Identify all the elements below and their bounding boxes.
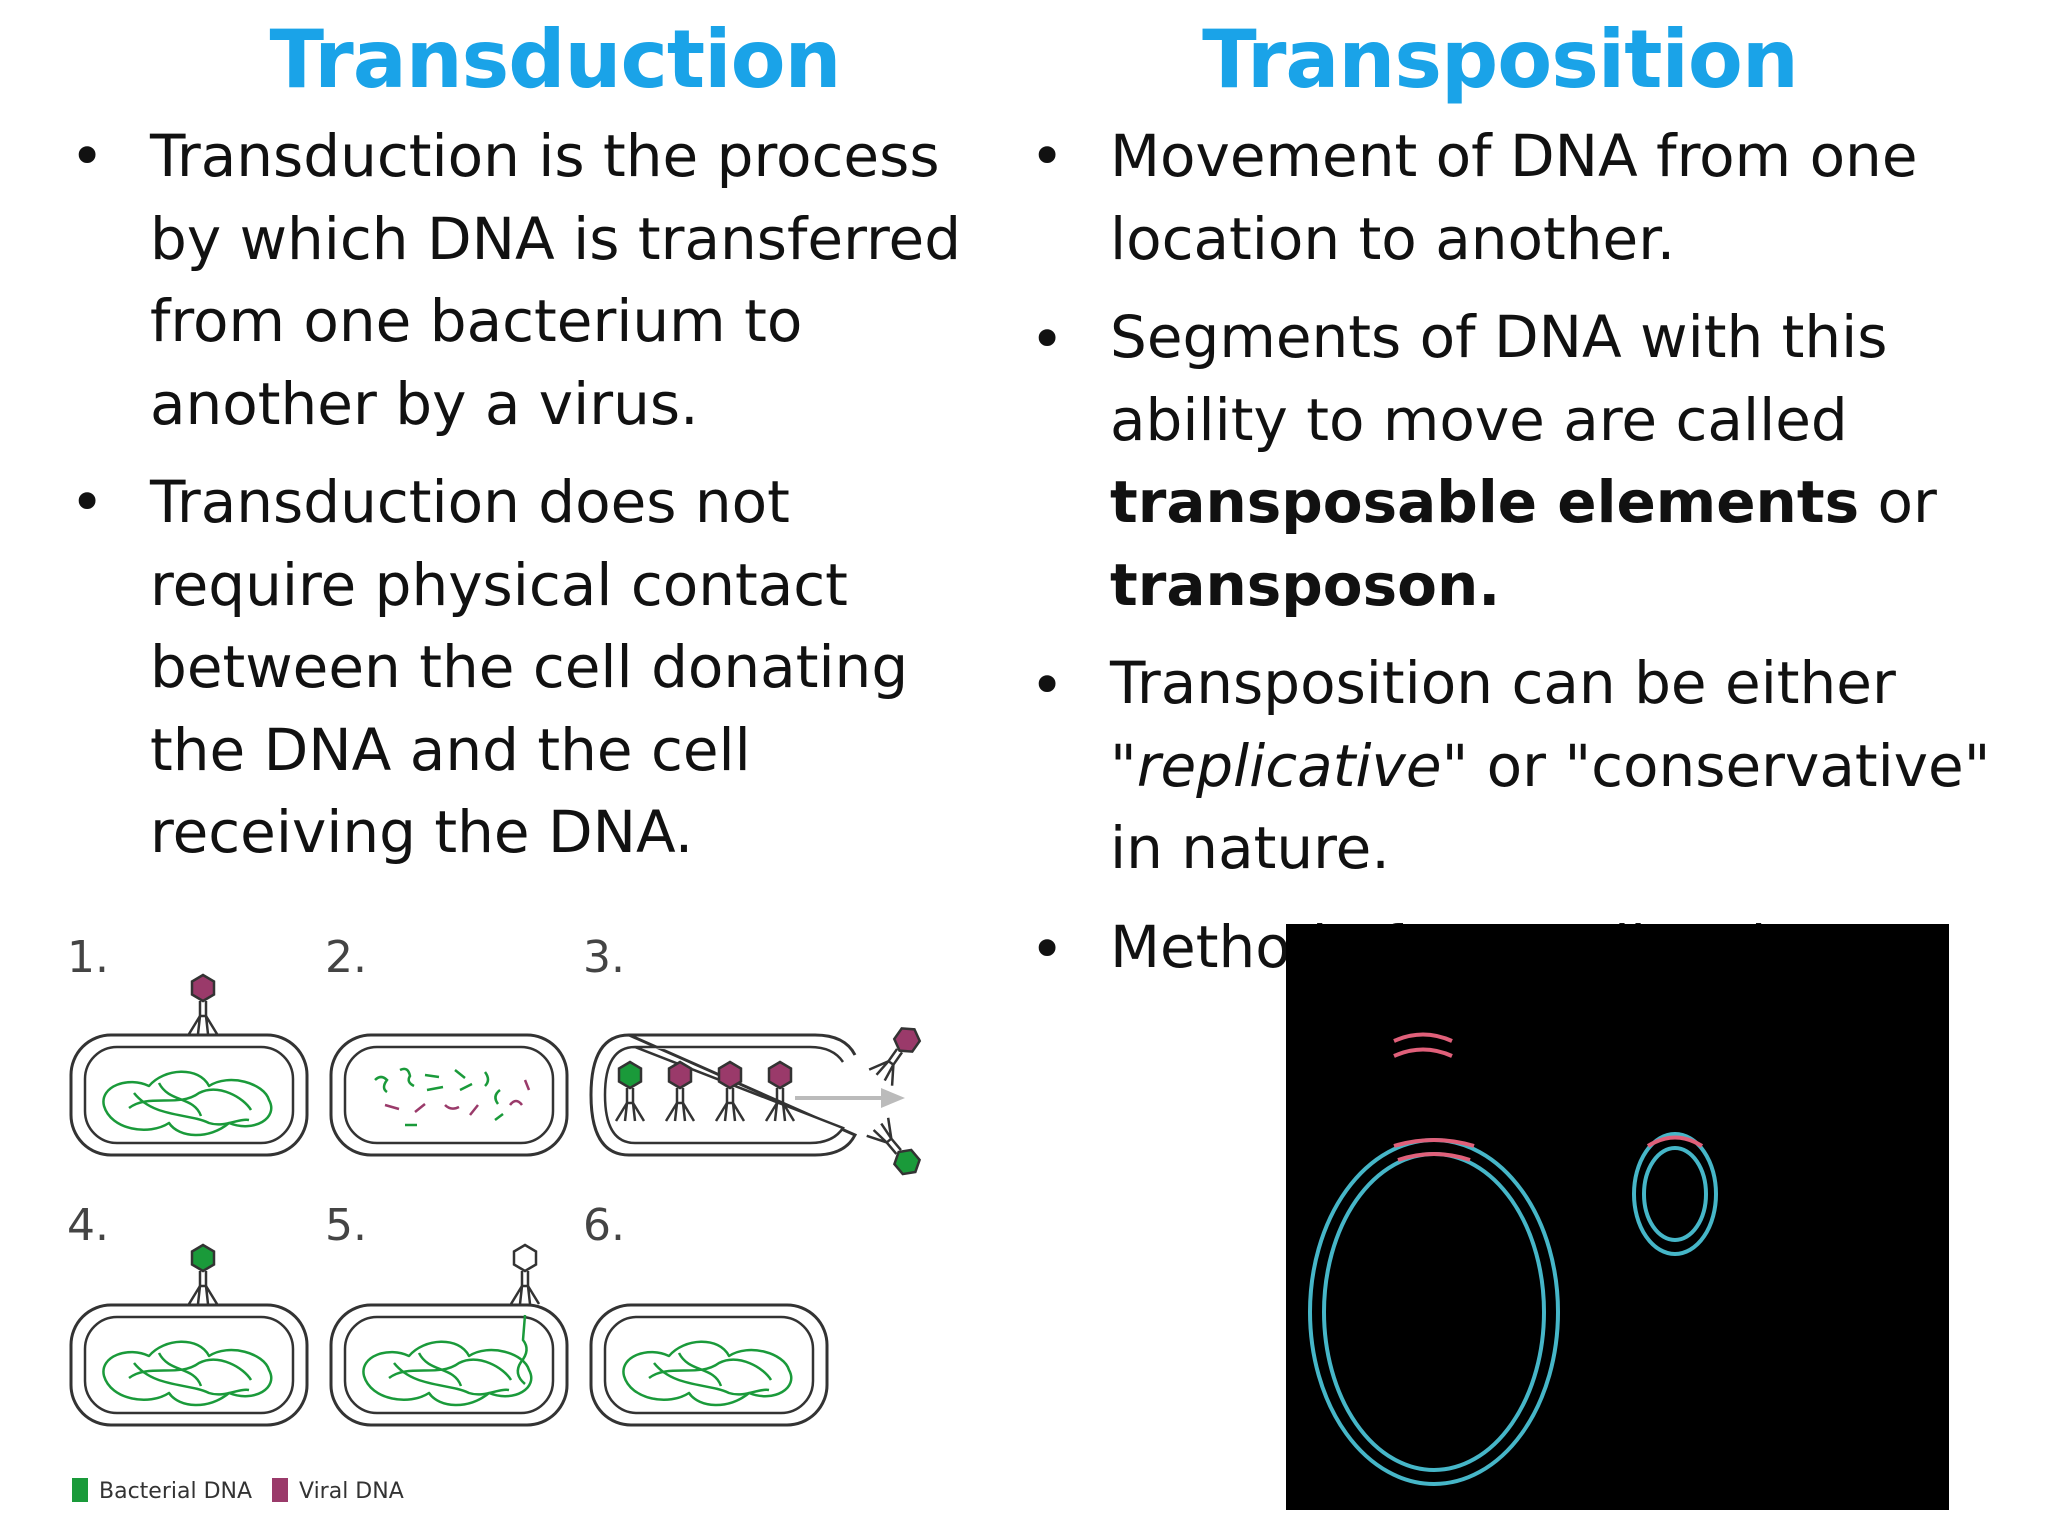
legend-label-bacterial: Bacterial DNA — [99, 1479, 252, 1504]
step-label-2: 2. — [325, 932, 367, 983]
transposition-bullet-list: Movement of DNA from one location to ano… — [1030, 115, 2045, 1004]
transposition-bullet-elements: Segments of DNA with this ability to mov… — [1030, 296, 2045, 626]
step-3-cell — [589, 1033, 905, 1157]
transposition-bullet-types: Transposition can be either "replicative… — [1030, 642, 2045, 890]
step-5-cell — [329, 1303, 569, 1427]
step-6-cell — [589, 1303, 829, 1427]
transduction-bullet-definition: Transduction is the process by which DNA… — [70, 115, 1010, 445]
step-4-cell — [69, 1303, 309, 1427]
legend-swatch-bacterial — [72, 1478, 88, 1502]
transposable-elements-term: transposable elements — [1110, 468, 1860, 536]
replicative-term: replicative — [1136, 731, 1442, 800]
step-label-4: 4. — [67, 1200, 109, 1251]
transposition-bullet-movement: Movement of DNA from one location to ano… — [1030, 115, 2045, 280]
diagram-legend: Bacterial DNA Viral DNA — [72, 1478, 404, 1504]
elements-text-mid: or — [1859, 468, 1937, 536]
transducing-phage-icon — [187, 1243, 219, 1306]
step-label-5: 5. — [325, 1200, 367, 1251]
transduction-bullet-list: Transduction is the process by which DNA… — [70, 115, 1010, 890]
released-phage-viral-icon — [867, 1020, 928, 1087]
step-1-cell — [69, 1033, 309, 1157]
types-text-post: " or "conservative" in nature. — [1110, 731, 1991, 883]
step-label-3: 3. — [583, 932, 625, 983]
transposition-animation-panel — [1286, 924, 1949, 1510]
step-label-6: 6. — [583, 1200, 625, 1251]
elements-text-pre: Segments of DNA with this ability to mov… — [1110, 303, 1888, 454]
chromosome-circle — [1308, 1138, 1560, 1486]
infecting-phage-icon — [187, 973, 219, 1036]
legend-label-viral: Viral DNA — [299, 1479, 404, 1504]
transposon-term: transposon. — [1110, 550, 1501, 619]
plasmid-circle — [1632, 1132, 1718, 1256]
transposition-heading: Transposition — [1202, 13, 1799, 106]
transduction-bullet-contact: Transduction does not require physical c… — [70, 461, 1010, 874]
step-2-cell — [329, 1033, 569, 1157]
step-label-1: 1. — [67, 932, 109, 983]
types-text-pre: Transposition can be either " — [1110, 649, 1896, 800]
transposon-segment-floating — [1393, 1032, 1453, 1058]
legend-swatch-viral — [272, 1478, 288, 1502]
empty-phage-icon — [509, 1243, 541, 1306]
released-phage-bacterial-icon — [865, 1116, 928, 1183]
transduction-diagram: 1. 2. 3. 4. 5. 6. — [67, 932, 928, 1504]
transduction-heading: Transduction — [269, 13, 841, 106]
